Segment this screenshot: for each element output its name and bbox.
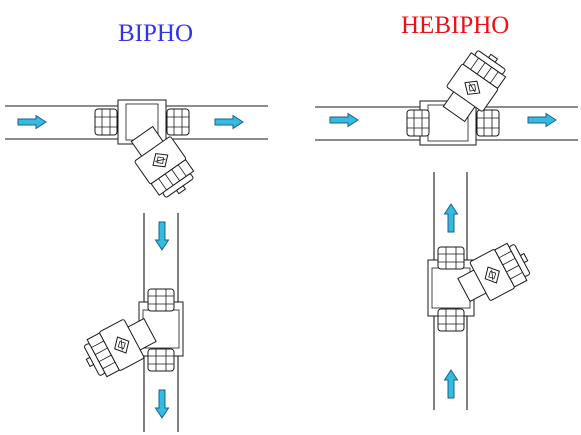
incorrect-label: НЕВІРНО: [401, 12, 510, 39]
valve-horizontal-incorrect: [315, 43, 578, 146]
correct-label: ВІРНО: [118, 20, 194, 47]
valve-vertical-incorrect: [427, 172, 537, 410]
valve-vertical-correct: [77, 213, 184, 432]
valve-horizontal-correct: [5, 99, 268, 205]
